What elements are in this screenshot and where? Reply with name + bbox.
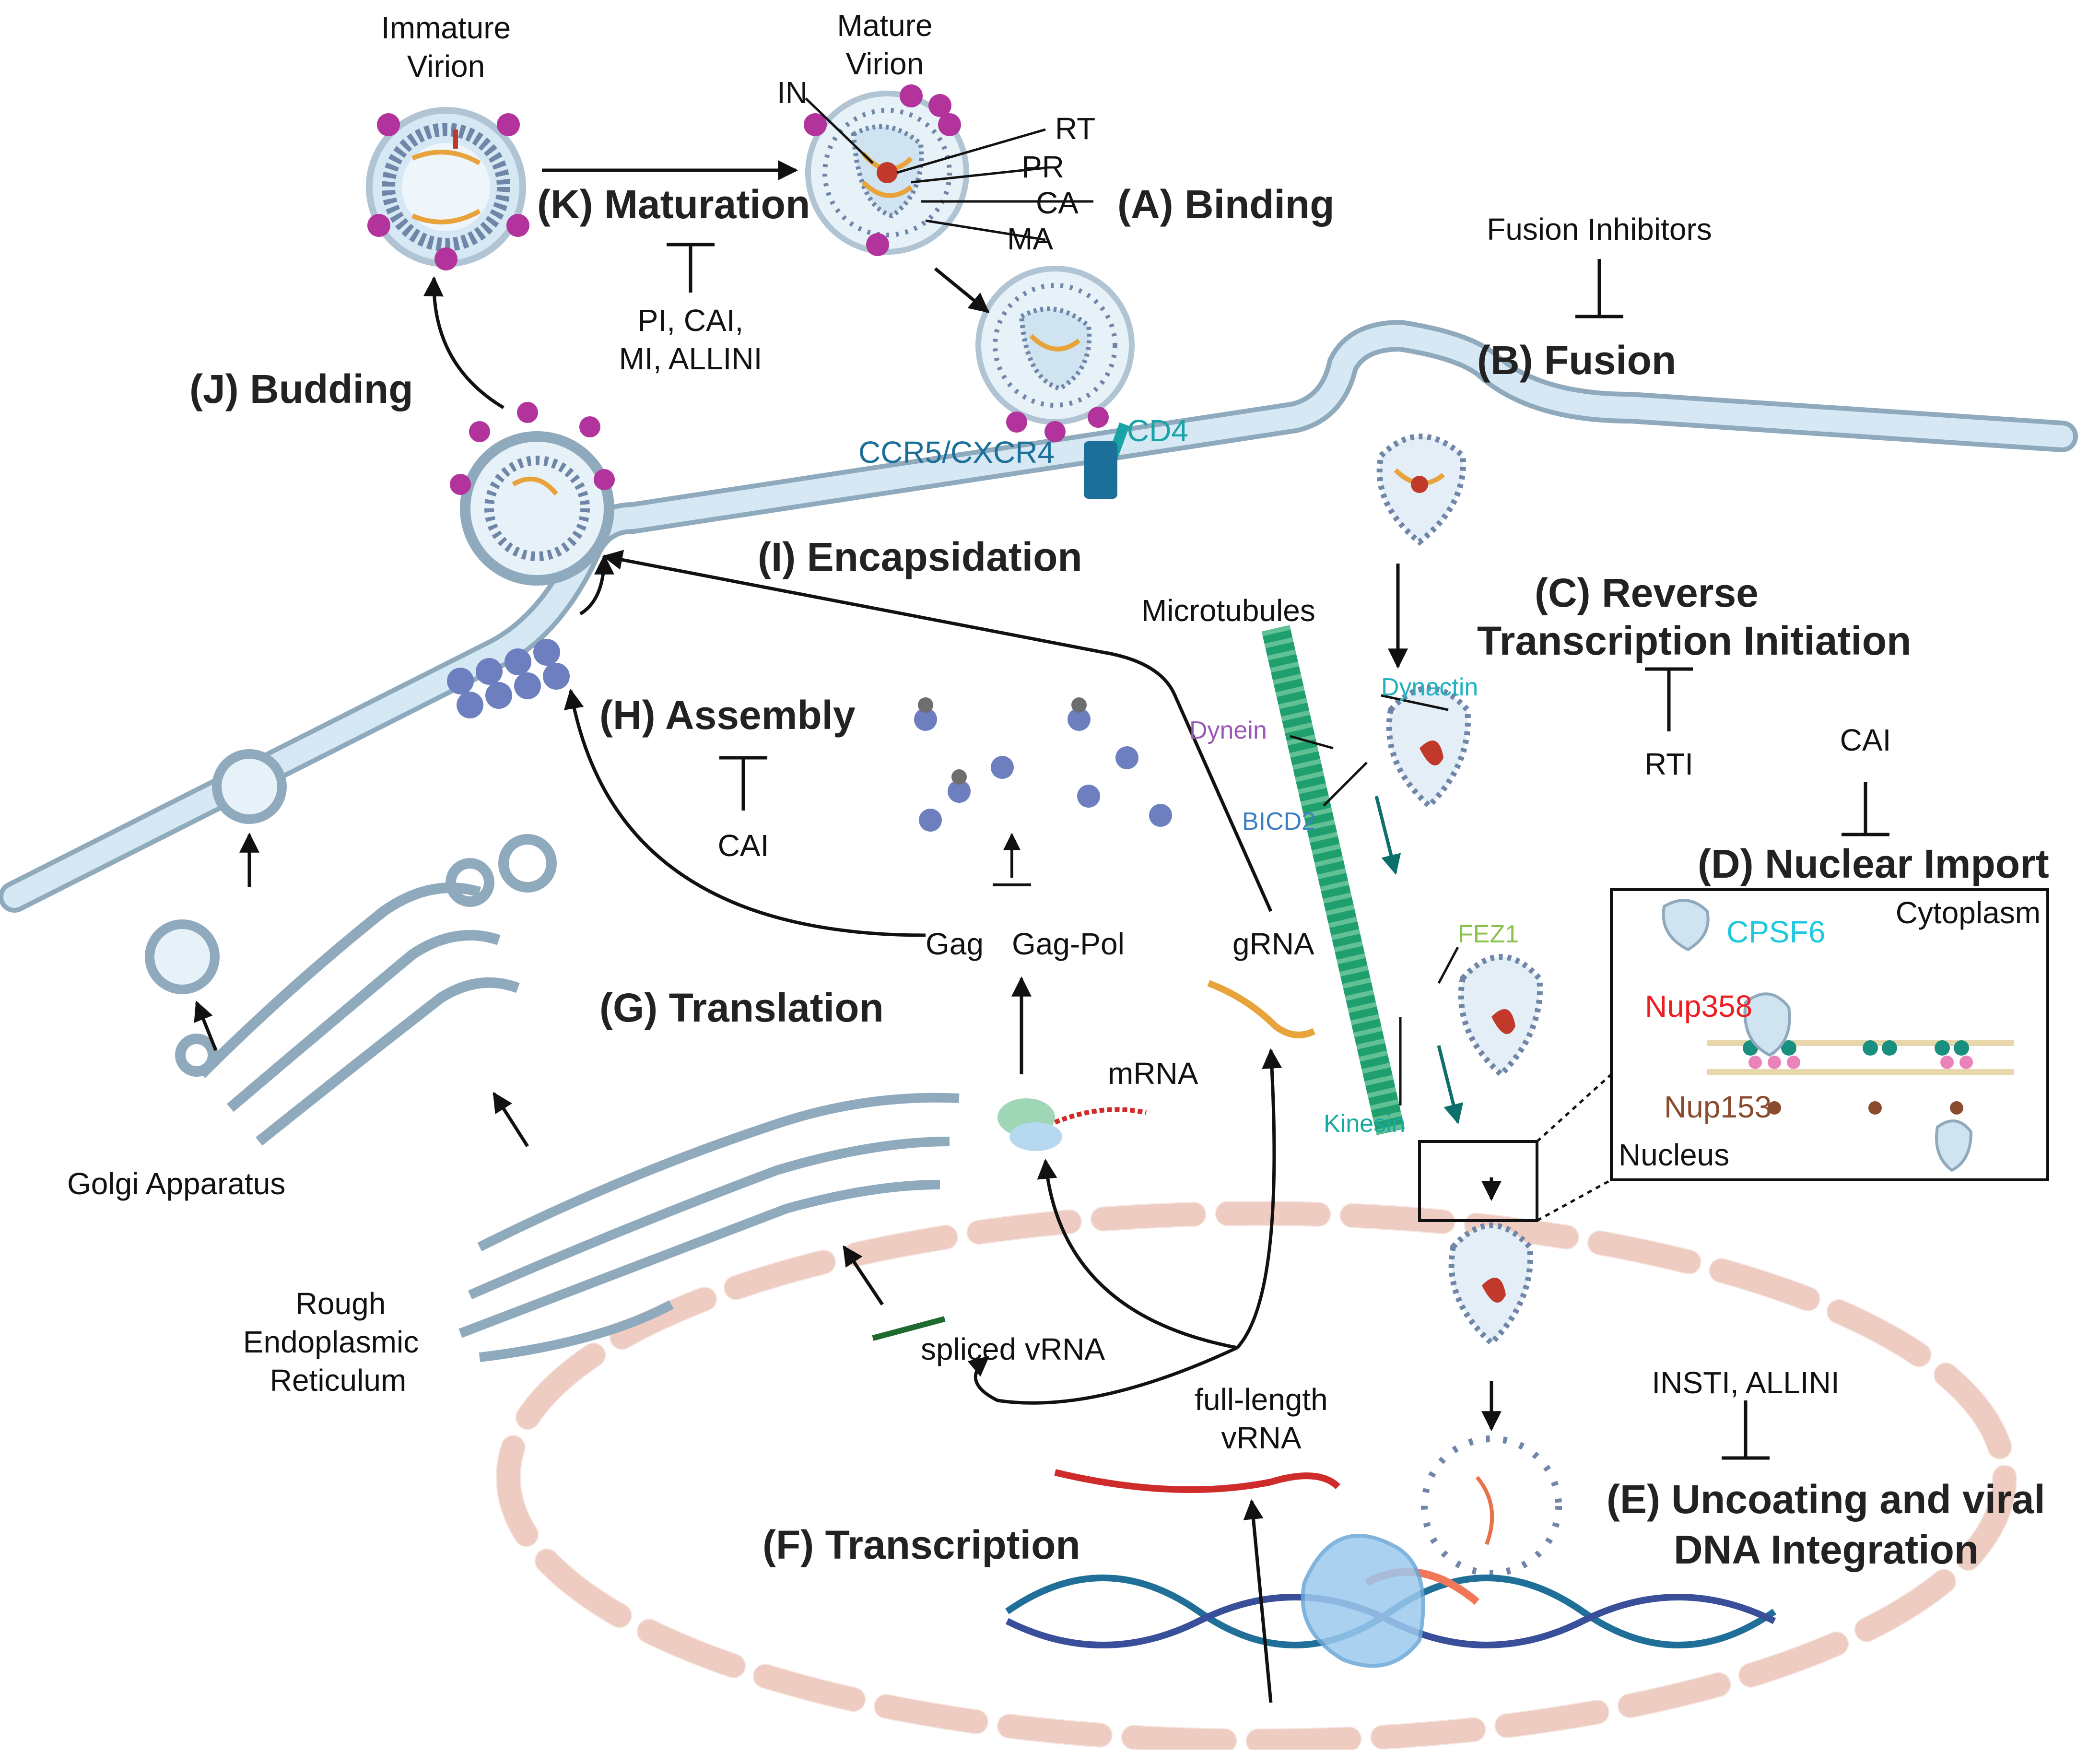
binding-virion xyxy=(975,266,1135,499)
fez1-label: FEZ1 xyxy=(1458,920,1519,948)
step-budding: (J) Budding xyxy=(189,366,413,412)
integration-inhibitors-label: INSTI, ALLINI xyxy=(1652,1365,1839,1400)
rer-label-3: Reticulum xyxy=(270,1363,407,1398)
spliced-vrna-strand xyxy=(872,1316,946,1341)
assembly-inhibitor-label: CAI xyxy=(718,828,769,863)
immature-virion-label-1: Immature xyxy=(381,11,511,45)
nuclear-envelope xyxy=(496,1201,2017,1752)
dynactin-label: Dynactin xyxy=(1381,673,1478,701)
motor-direction-arrows xyxy=(1374,796,1464,1125)
step-encapsidation: (I) Encapsidation xyxy=(758,534,1082,579)
gag-label: Gag xyxy=(926,927,984,961)
protease-label: PR xyxy=(1021,150,1064,184)
fusion-inhibitors-label: Fusion Inhibitors xyxy=(1487,212,1712,247)
step-uncoating-2: DNA Integration xyxy=(1674,1527,1979,1572)
zoom-box xyxy=(1418,1073,1612,1222)
full-length-vrna-strand xyxy=(1054,1469,1340,1493)
nuclear-import-inhibitor-label: CAI xyxy=(1840,723,1891,757)
leader-lines xyxy=(805,97,1459,1105)
integrase-label: IN xyxy=(777,75,808,110)
gag-to-gag-pol-arrow xyxy=(993,833,1031,886)
step-binding: (A) Binding xyxy=(1117,182,1335,227)
budding-virion xyxy=(450,402,615,586)
spliced-vrna-label: spliced vRNA xyxy=(921,1332,1105,1366)
ribosome-mrna xyxy=(997,1098,1147,1151)
mature-virion xyxy=(804,84,969,256)
bicd2-label: BICD2 xyxy=(1242,808,1315,835)
nuclear-pore-inset xyxy=(1610,888,2049,1181)
rer-label-1: Rough xyxy=(295,1286,386,1321)
transported-capsid-1 xyxy=(1386,685,1471,810)
immature-virion xyxy=(366,107,529,270)
mrna-label: mRNA xyxy=(1108,1056,1198,1091)
step-maturation: (K) Maturation xyxy=(537,182,810,227)
rough-er xyxy=(458,1093,960,1362)
step-assembly: (H) Assembly xyxy=(599,693,856,738)
matrix-label: MA xyxy=(1007,222,1053,256)
kinesin-label: Kinesin xyxy=(1324,1110,1406,1138)
fusion-capsid xyxy=(1376,434,1466,546)
step-uncoating-1: (E) Uncoating and viral xyxy=(1607,1477,2045,1522)
golgi-vesicle xyxy=(145,749,287,994)
cytoplasm-label: Cytoplasm xyxy=(1896,895,2041,930)
step-translation: (G) Translation xyxy=(599,985,884,1030)
step-reverse-transcription-1: (C) Reverse xyxy=(1535,570,1759,615)
mature-virion-label-1: Mature xyxy=(837,8,932,43)
cpsf6-label: CPSF6 xyxy=(1726,915,1825,949)
maturation-inhibitors-label-1: PI, CAI, xyxy=(638,303,744,338)
inhibition-bars xyxy=(667,243,1889,1460)
step-fusion: (B) Fusion xyxy=(1477,338,1676,383)
gag-proteins xyxy=(914,697,1172,832)
uncoating-capsid xyxy=(1421,1435,1562,1576)
flow-arrows xyxy=(194,160,1502,1703)
nucleus-label: Nucleus xyxy=(1619,1138,1729,1172)
gag-lattice xyxy=(447,639,570,718)
nup358-label: Nup358 xyxy=(1645,989,1752,1023)
nup153-label: Nup153 xyxy=(1664,1090,1772,1124)
coreceptor-label: CCR5/CXCR4 xyxy=(858,435,1055,470)
capsid-label: CA xyxy=(1036,186,1079,220)
cd4-label: CD4 xyxy=(1127,413,1188,448)
grna-strand xyxy=(1207,980,1316,1038)
step-reverse-transcription-2: Transcription Initiation xyxy=(1477,618,1911,663)
full-length-vrna-label-2: vRNA xyxy=(1221,1421,1301,1455)
step-nuclear-import: (D) Nuclear Import xyxy=(1698,841,2049,886)
full-length-vrna-label-1: full-length xyxy=(1195,1382,1328,1417)
microtubule xyxy=(1261,625,1405,1135)
golgi xyxy=(175,834,557,1146)
maturation-inhibitors-label-2: MI, ALLINI xyxy=(619,341,763,376)
gag-pol-label: Gag-Pol xyxy=(1012,927,1125,961)
rer-label-2: Endoplasmic xyxy=(243,1325,419,1359)
grna-label: gRNA xyxy=(1232,927,1314,961)
mature-virion-label-2: Virion xyxy=(846,47,924,81)
rna-polymerase xyxy=(1301,1534,1425,1668)
reverse-transcriptase-label: RT xyxy=(1055,111,1095,146)
immature-virion-label-2: Virion xyxy=(407,49,485,83)
dynein-label: Dynein xyxy=(1189,717,1267,744)
microtubules-label: Microtubules xyxy=(1141,593,1315,628)
golgi-label: Golgi Apparatus xyxy=(67,1166,285,1201)
rti-label: RTI xyxy=(1644,747,1693,781)
nuclear-capsid xyxy=(1448,1223,1533,1347)
step-transcription: (F) Transcription xyxy=(763,1522,1080,1567)
transported-capsid-2 xyxy=(1458,954,1543,1079)
